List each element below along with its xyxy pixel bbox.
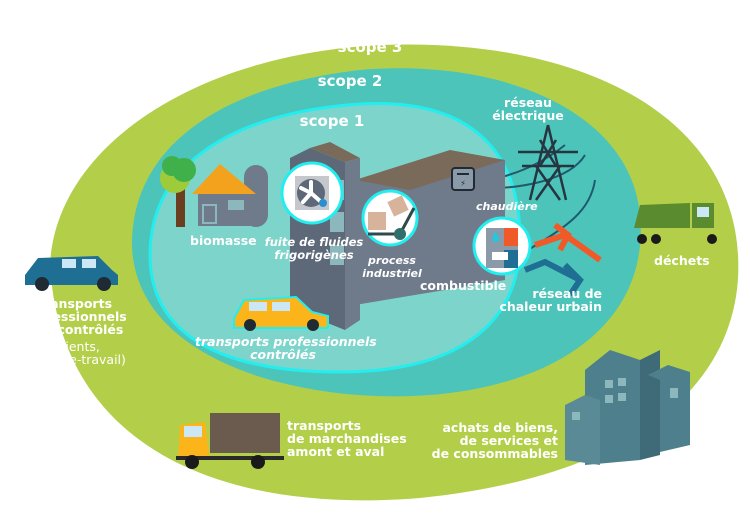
label-achats: achats de biens, de services et de conso… xyxy=(420,421,558,460)
electric-pylon-icon xyxy=(518,124,578,201)
freight-truck-icon xyxy=(176,413,284,469)
label-tnc-line3: non contrôlés xyxy=(26,322,124,337)
electric-meter-icon: ⚡ xyxy=(451,167,475,191)
biomass-icon xyxy=(160,156,268,227)
label-tm-line2: de marchandises xyxy=(287,431,407,446)
industrial-process-icon xyxy=(361,189,419,247)
label-transports-non-controles-note: (clients, domicile-travail) xyxy=(15,340,135,366)
boiler-icon xyxy=(472,216,532,276)
uncontrolled-car-icon xyxy=(25,256,118,291)
label-process-line1: process xyxy=(368,254,416,267)
scope2-title: scope 2 xyxy=(317,72,383,90)
label-transports-controles: transports professionnels contrôlés xyxy=(195,334,377,362)
label-biomasse: biomasse xyxy=(190,233,257,248)
label-tnc-line2: professionnels xyxy=(23,309,127,324)
label-achats-line3: de consommables xyxy=(431,446,558,461)
label-tc-line1: transports professionnels xyxy=(195,334,377,349)
label-re-line1: réseau xyxy=(504,95,552,110)
controlled-car-icon xyxy=(233,295,329,331)
label-fuite-line2: frigorigènes xyxy=(274,248,354,262)
label-tc-line2: contrôlés xyxy=(250,347,316,362)
label-reseau-chaleur: réseau de chaleur urbain xyxy=(490,287,602,313)
label-tncn-line1: (clients, xyxy=(50,339,100,354)
label-transports-marchandises: transports de marchandises amont et aval xyxy=(287,419,407,458)
district-heating-arrows-icon xyxy=(523,222,602,297)
buildings-icon xyxy=(565,350,690,465)
label-process-line2: industriel xyxy=(362,267,422,280)
refrigerant-leak-icon xyxy=(280,161,344,225)
label-dechets: déchets xyxy=(654,253,710,268)
label-achats-line1: achats de biens, xyxy=(442,420,558,435)
label-transports-non-controles: transports professionnels non contrôlés xyxy=(15,297,135,336)
svg-text:⚡: ⚡ xyxy=(460,179,466,188)
label-rc-line2: chaleur urbain xyxy=(499,299,602,314)
label-tnc-line1: transports xyxy=(37,296,113,311)
label-fuite-fluides: fuite de fluides frigorigènes xyxy=(262,236,366,262)
scope3-title: scope 3 xyxy=(337,38,403,56)
label-tncn-line2: domicile-travail) xyxy=(24,352,126,367)
waste-truck-icon xyxy=(634,203,717,244)
label-combustible: combustible xyxy=(420,278,507,293)
label-tm-line3: amont et aval xyxy=(287,444,385,459)
label-fuite-line1: fuite de fluides xyxy=(264,235,364,249)
label-achats-line2: de services et xyxy=(459,433,558,448)
scope1-title: scope 1 xyxy=(299,112,365,130)
label-re-line2: électrique xyxy=(492,108,564,123)
label-tm-line1: transports xyxy=(287,418,362,433)
label-chaudiere: chaudière xyxy=(476,200,538,213)
label-process: process industriel xyxy=(360,254,424,280)
label-rc-line1: réseau de xyxy=(532,286,602,301)
label-reseau-electrique: réseau électrique xyxy=(480,96,576,122)
